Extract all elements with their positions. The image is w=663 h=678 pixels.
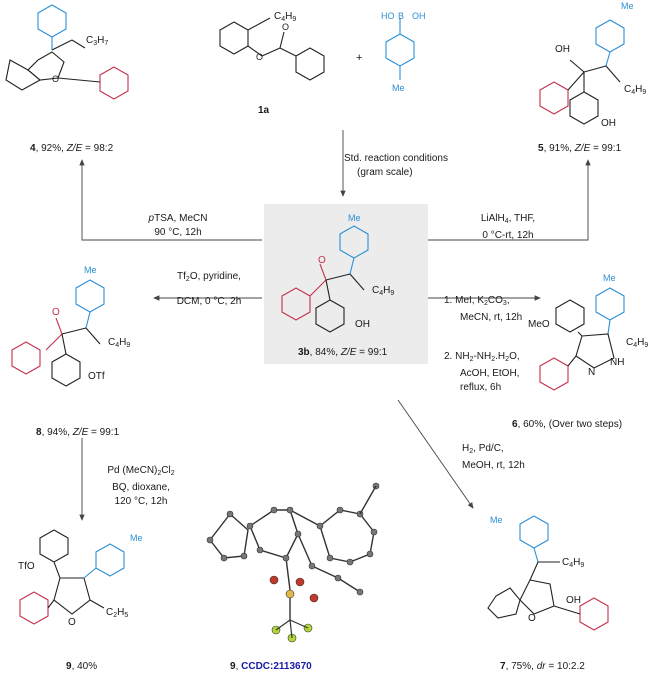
compound-6-nh: NH xyxy=(610,357,625,368)
structure-7 xyxy=(487,515,609,631)
compound-6-n: N xyxy=(588,367,596,378)
compound-9-xray-label: 9, CCDC:2113670 xyxy=(230,661,312,672)
compound-7-oh: OH xyxy=(566,595,581,606)
compound-8-me: Me xyxy=(84,265,97,275)
compound-1a-label: 1a xyxy=(258,105,270,116)
boronic-oh-left: HO xyxy=(381,11,395,21)
plus-sign: + xyxy=(356,52,363,64)
structure-9 xyxy=(19,529,125,625)
cond-std: Std. reaction conditions(gram scale) xyxy=(344,153,448,178)
compound-3b-me: Me xyxy=(348,213,361,223)
cond-tf2o: Tf2O, pyridine,DCM, 0 °C, 2h xyxy=(176,271,242,307)
compound-5-oh: OH xyxy=(555,44,570,55)
boronic-oh-right: OH xyxy=(412,11,426,21)
svg-text:O: O xyxy=(52,74,59,84)
compound-4-substituent: C3H7 xyxy=(86,35,109,47)
arrow-to-4 xyxy=(79,159,262,241)
compound-6-chain: C4H9 xyxy=(626,337,649,349)
compound-6-meo: MeO xyxy=(528,319,550,330)
structure-3b xyxy=(281,225,369,333)
structure-1a: O O xyxy=(219,17,325,81)
compound-9-me: Me xyxy=(130,533,143,543)
compound-3b-label: 3b, 84%, Z/E = 99:1 xyxy=(298,347,388,358)
compound-7-label: 7, 75%, dr = 10:2.2 xyxy=(500,661,585,672)
xray-structure-9 xyxy=(206,482,380,643)
structure-8 xyxy=(11,279,105,387)
compound-7-me: Me xyxy=(490,515,503,525)
compound-8-otf: OTf xyxy=(88,371,105,382)
compound-5-label: 5, 91%, Z/E = 99:1 xyxy=(538,143,622,154)
compound-3b-chain: C4H9 xyxy=(372,285,395,297)
compound-9-o: O xyxy=(68,617,76,628)
compound-5-me: Me xyxy=(621,1,634,11)
compound-9-label: 9, 40% xyxy=(66,661,98,672)
compound-8-label: 8, 94%, Z/E = 99:1 xyxy=(36,427,120,438)
compound-4-label: 4, 92%, Z/E = 98:2 xyxy=(30,143,114,154)
structure-6 xyxy=(539,287,625,391)
arrow-to-5 xyxy=(428,159,591,241)
structure-boronic-acid xyxy=(385,18,415,80)
compound-9-chain: C2H5 xyxy=(106,607,129,619)
cond-mei: 1. MeI, K2CO3,MeCN, rt, 12h xyxy=(444,295,523,323)
compound-6-me: Me xyxy=(603,273,616,283)
structure-4: O xyxy=(5,4,129,100)
compound-8-o: O xyxy=(52,307,60,318)
compound-5-oh2: OH xyxy=(601,118,616,129)
compound-9-tfo: TfO xyxy=(18,561,35,572)
cond-hydrazine: 2. NH2-NH2.H2O,AcOH, EtOH,reflux, 6h xyxy=(444,351,520,393)
arrow-to-7 xyxy=(397,399,474,509)
compound-3b-o: O xyxy=(318,255,326,266)
boronic-b: B xyxy=(398,11,405,21)
compound-7-o: O xyxy=(528,613,536,624)
cond-h2-pdc: H2, Pd/C,MeOH, rt, 12h xyxy=(462,443,525,471)
cond-lialh4: LiAlH4, THF,0 °C-rt, 12h xyxy=(480,213,536,241)
boronic-me: Me xyxy=(392,83,405,93)
compound-5-chain: C4H9 xyxy=(624,84,647,96)
compound-1a-chain: C4H9 xyxy=(274,11,297,23)
structure-5 xyxy=(539,19,625,125)
compound-7-chain: C4H9 xyxy=(562,557,585,569)
svg-text:O: O xyxy=(256,52,263,62)
compound-3b-oh: OH xyxy=(355,319,370,330)
svg-text:O: O xyxy=(282,22,289,32)
compound-8-chain: C4H9 xyxy=(108,337,131,349)
compound-6-label: 6, 60%, (Over two steps) xyxy=(512,419,623,430)
